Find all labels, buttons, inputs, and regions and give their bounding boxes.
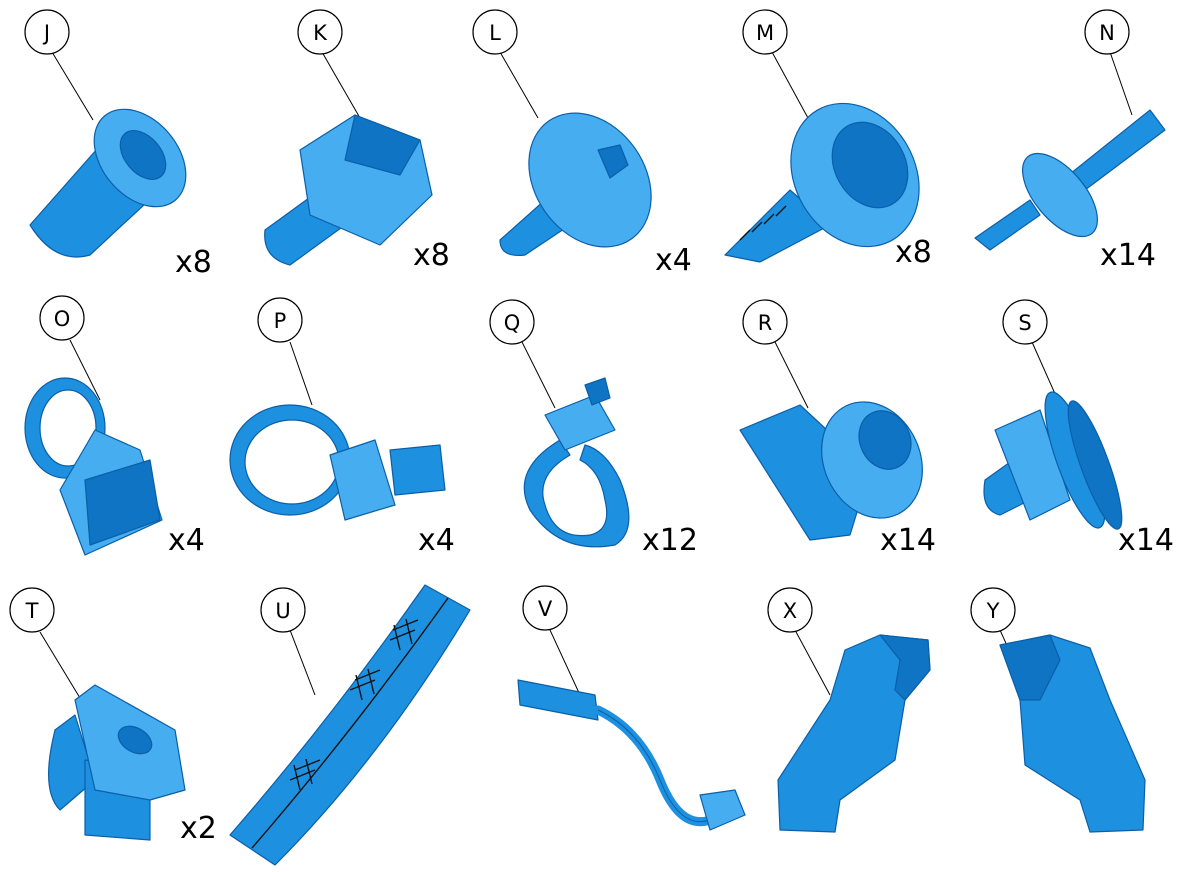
wire-clip-icon <box>25 378 162 555</box>
part-letter: Y <box>986 599 1000 623</box>
leader-line <box>795 630 830 695</box>
part-quantity: x2 <box>180 811 217 846</box>
push-rivet-icon <box>975 110 1165 250</box>
leader-line <box>52 52 93 120</box>
push-pin-nut-icon <box>30 91 204 257</box>
leader-line <box>772 52 808 118</box>
leader-line <box>290 342 312 405</box>
retainer-clip-icon <box>740 385 941 540</box>
part-quantity: x4 <box>418 523 455 558</box>
bracket-left-icon <box>778 635 930 832</box>
part-letter: X <box>783 599 797 623</box>
cable-tie-icon <box>524 378 629 547</box>
part-p: P x4 <box>230 298 455 558</box>
part-letter: J <box>42 21 50 45</box>
part-quantity: x8 <box>413 238 450 273</box>
part-letter: L <box>489 21 501 45</box>
part-quantity: x14 <box>880 523 936 558</box>
leader-line <box>1110 52 1132 115</box>
part-quantity: x12 <box>642 523 698 558</box>
part-letter: N <box>1099 21 1115 45</box>
part-y: Y <box>971 588 1145 832</box>
leader-line <box>40 632 80 698</box>
part-r: R x14 <box>740 300 941 558</box>
part-x: X <box>768 588 930 832</box>
part-m: M x8 <box>725 10 944 270</box>
leader-line <box>290 630 315 695</box>
hex-nut-clip-icon <box>265 115 432 265</box>
part-letter: Q <box>504 311 521 335</box>
torx-screw-icon <box>500 89 676 270</box>
part-quantity: x8 <box>175 245 212 280</box>
part-q: Q x12 <box>490 300 698 558</box>
part-n: N x14 <box>975 10 1165 273</box>
fir-tree-clip-icon <box>984 386 1131 534</box>
speed-nut-icon <box>49 685 185 840</box>
part-u: U <box>230 585 470 865</box>
wiring-harness-icon <box>518 680 745 830</box>
part-v: V <box>518 586 745 830</box>
part-letter: T <box>25 599 39 623</box>
part-quantity: x14 <box>1118 523 1174 558</box>
part-letter: V <box>538 597 553 621</box>
part-quantity: x8 <box>895 235 932 270</box>
leader-line <box>500 52 538 118</box>
leader-line <box>522 342 555 408</box>
leader-line <box>775 342 808 408</box>
part-letter: S <box>1018 311 1031 335</box>
part-letter: P <box>274 309 287 333</box>
part-letter: O <box>54 307 71 331</box>
leader-line <box>322 52 360 118</box>
part-o: O x4 <box>25 296 205 558</box>
part-quantity: x4 <box>168 523 205 558</box>
part-letter: U <box>275 599 290 623</box>
part-quantity: x14 <box>1100 238 1156 273</box>
leader-line <box>550 630 580 695</box>
part-t: T x2 <box>10 588 217 846</box>
part-j: J x8 <box>25 10 212 280</box>
bracket-right-icon <box>1000 635 1145 832</box>
part-k: K x8 <box>265 10 450 273</box>
part-letter: K <box>313 21 328 45</box>
hose-clip-icon <box>230 405 445 520</box>
part-letter: M <box>756 21 774 45</box>
part-s: S x14 <box>984 300 1174 558</box>
tape-strip-icon <box>230 585 470 865</box>
part-quantity: x4 <box>655 243 692 278</box>
part-letter: R <box>758 311 773 335</box>
part-l: L x4 <box>473 10 692 278</box>
